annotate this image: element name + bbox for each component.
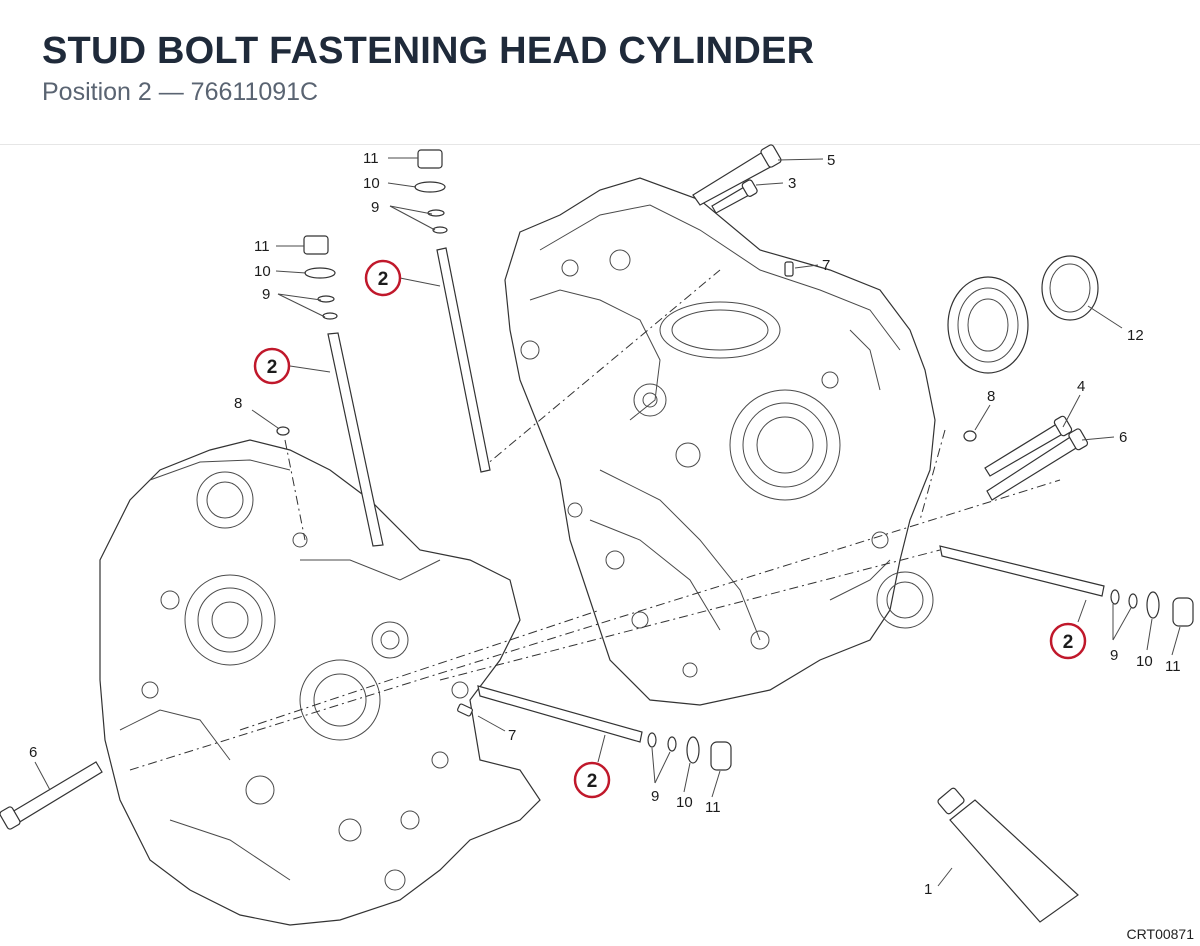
stud-top — [436, 247, 491, 473]
oring-right — [963, 430, 977, 442]
bolt-6-right — [986, 428, 1089, 501]
label-top-washer: 10 — [363, 175, 380, 192]
callout-2-top: 2 — [364, 259, 402, 297]
label-top-nut: 11 — [363, 150, 379, 167]
label-left-ring: 9 — [262, 286, 270, 303]
drawing-code: CRT00871 — [1126, 926, 1194, 942]
leader-lines — [34, 157, 1181, 887]
bolt-3 — [711, 179, 758, 214]
hardware-left — [303, 235, 338, 320]
sealant-tube — [937, 787, 1079, 923]
label-dowel-top: 7 — [822, 257, 830, 274]
label-dowel-bottom: 7 — [508, 727, 516, 744]
label-left-washer: 10 — [254, 263, 271, 280]
label-left-nut: 11 — [254, 238, 270, 255]
hardware-right — [1110, 589, 1194, 627]
page-subtitle: Position 2 — 76611091C — [42, 78, 319, 106]
stud-bottom — [477, 685, 643, 743]
right-crankcase-half — [504, 177, 936, 706]
label-sealant-tube: 1 — [924, 881, 932, 898]
label-top-ring: 9 — [371, 199, 379, 216]
callout-2-bottom: 2 — [573, 761, 611, 799]
stud-left — [327, 332, 384, 547]
dowel-top — [784, 261, 794, 277]
stud-right — [939, 545, 1105, 597]
label-right-washer: 10 — [1136, 653, 1153, 670]
alignment-lines — [129, 269, 1061, 771]
bearing-ring — [1041, 255, 1099, 321]
svg-text:2: 2 — [378, 269, 389, 290]
svg-text:2: 2 — [1063, 632, 1074, 653]
label-bolt-3: 3 — [788, 175, 796, 192]
label-bolt-6-right: 6 — [1119, 429, 1127, 446]
left-crankcase-half — [99, 439, 541, 926]
label-bolt-5: 5 — [827, 152, 835, 169]
header: STUD BOLT FASTENING HEAD CYLINDER Positi… — [0, 0, 1200, 145]
callout-2-right: 2 — [1049, 622, 1087, 660]
svg-text:2: 2 — [587, 771, 598, 792]
callout-2-left: 2 — [253, 347, 291, 385]
label-bearing-12: 12 — [1127, 327, 1144, 344]
bolt-6-left — [0, 761, 103, 830]
oring-left — [276, 426, 290, 436]
label-bolt-6-left: 6 — [29, 744, 37, 761]
roller-bearing — [947, 276, 1029, 374]
bolt-5 — [692, 144, 782, 206]
dowel-bottom — [457, 703, 473, 717]
label-bottom-nut: 11 — [705, 799, 721, 816]
page-title: STUD BOLT FASTENING HEAD CYLINDER — [42, 30, 815, 72]
part-number-labels: 11 10 9 11 10 9 9 10 11 9 10 11 5 3 7 12… — [29, 150, 1181, 898]
label-right-nut: 11 — [1165, 658, 1181, 675]
svg-text:2: 2 — [267, 357, 278, 378]
label-right-ring: 9 — [1110, 647, 1118, 664]
label-bottom-washer: 10 — [676, 794, 693, 811]
hardware-top — [414, 149, 448, 234]
label-oring-right: 8 — [987, 388, 995, 405]
label-bottom-ring: 9 — [651, 788, 659, 805]
label-oring-left: 8 — [234, 395, 242, 412]
label-bolt-4: 4 — [1077, 378, 1085, 395]
hardware-bottom — [647, 732, 732, 771]
